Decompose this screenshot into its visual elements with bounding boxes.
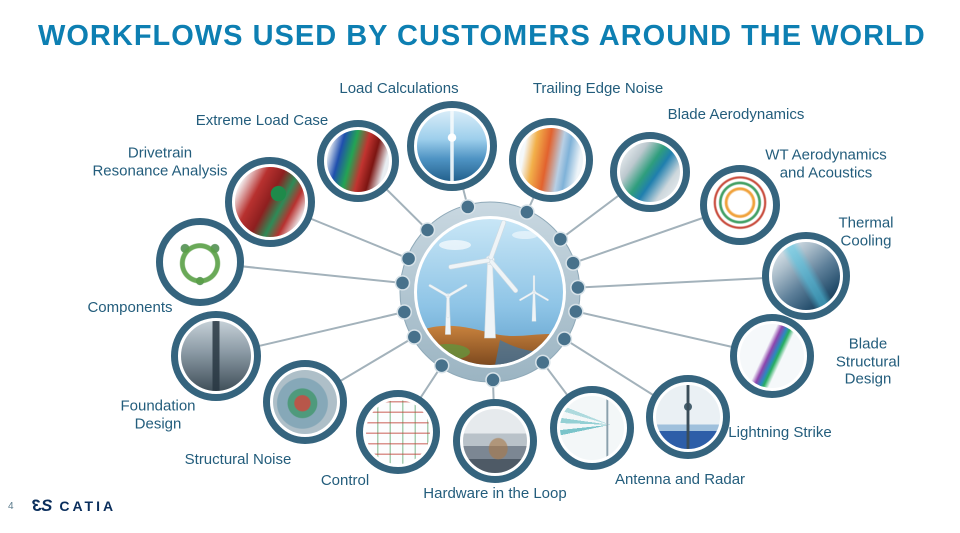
workflow-label-structural-noise: Structural Noise xyxy=(184,451,292,469)
turbine-silhouettes xyxy=(428,220,549,339)
workflow-node-foundation-design xyxy=(171,311,261,401)
dassault-3ds-logo-icon: 3S xyxy=(32,496,53,516)
slide-footer: 4 3S CATIA xyxy=(8,496,116,516)
workflow-node-antenna-and-radar xyxy=(550,386,634,470)
page-number: 4 xyxy=(8,500,14,512)
logo-s-glyph: S xyxy=(41,496,53,515)
workflow-label-blade-aerodynamics: Blade Aerodynamics xyxy=(667,106,805,124)
center-hub xyxy=(394,199,586,388)
workflow-label-thermal-cooling: Thermal Cooling xyxy=(838,214,894,249)
workflow-label-foundation-design: Foundation Design xyxy=(120,397,196,432)
workflow-label-blade-structural-design: Blade Structural Design xyxy=(835,335,901,388)
foundation-design-thumbnail-image xyxy=(181,321,251,391)
workflow-node-extreme-load-case xyxy=(317,120,399,202)
workflow-node-blade-structural-design xyxy=(730,314,814,398)
antenna-radar-thumbnail-image xyxy=(560,396,624,460)
workflow-node-thermal-cooling xyxy=(762,232,850,320)
hub-connector-knobs xyxy=(394,199,586,388)
wt-aerodynamics-thumbnail-image xyxy=(710,175,770,235)
hardware-in-loop-thumbnail-image xyxy=(463,409,527,473)
workflow-label-drivetrain-resonance-analysis: Drivetrain Resonance Analysis xyxy=(92,144,228,179)
workflow-label-wt-aerodynamics-and-acoustics: WT Aerodynamics and Acoustics xyxy=(765,146,887,181)
workflow-node-wt-aerodynamics-and-acoustics xyxy=(700,165,780,245)
workflow-label-components: Components xyxy=(87,299,173,317)
workflow-node-load-calculations xyxy=(407,101,497,191)
workflow-node-hardware-in-the-loop xyxy=(453,399,537,483)
workflow-label-load-calculations: Load Calculations xyxy=(339,80,459,98)
hub-photo-wind-turbines xyxy=(417,219,563,365)
workflow-label-control: Control xyxy=(320,472,370,490)
control-thumbnail-image xyxy=(366,400,430,464)
workflow-label-trailing-edge-noise: Trailing Edge Noise xyxy=(532,80,664,98)
brand-name: CATIA xyxy=(59,498,117,514)
workflow-label-lightning-strike: Lightning Strike xyxy=(728,424,832,442)
workflow-node-blade-aerodynamics xyxy=(610,132,690,212)
workflow-label-hardware-in-the-loop: Hardware in the Loop xyxy=(423,485,567,503)
trailing-edge-noise-thumbnail-image xyxy=(519,128,583,192)
logo-3-glyph: 3 xyxy=(31,496,42,515)
drivetrain-thumbnail-image xyxy=(235,167,305,237)
components-thumbnail-image xyxy=(166,228,234,296)
workflow-node-control xyxy=(356,390,440,474)
workflow-node-structural-noise xyxy=(263,360,347,444)
workflow-node-drivetrain-resonance-analysis xyxy=(225,157,315,247)
slide-title: WORKFLOWS USED BY CUSTOMERS AROUND THE W… xyxy=(38,20,926,52)
workflow-node-components xyxy=(156,218,244,306)
workflow-label-antenna-and-radar: Antenna and Radar xyxy=(614,471,746,489)
thermal-cooling-thumbnail-image xyxy=(772,242,840,310)
blade-structural-thumbnail-image xyxy=(740,324,804,388)
structural-noise-thumbnail-image xyxy=(273,370,337,434)
extreme-load-thumbnail-image xyxy=(327,130,389,192)
workflow-node-lightning-strike xyxy=(646,375,730,459)
load-calculations-thumbnail-image xyxy=(417,111,487,181)
workflow-label-extreme-load-case: Extreme Load Case xyxy=(195,112,329,130)
lightning-strike-thumbnail-image xyxy=(656,385,720,449)
blade-aerodynamics-thumbnail-image xyxy=(620,142,680,202)
workflow-node-trailing-edge-noise xyxy=(509,118,593,202)
